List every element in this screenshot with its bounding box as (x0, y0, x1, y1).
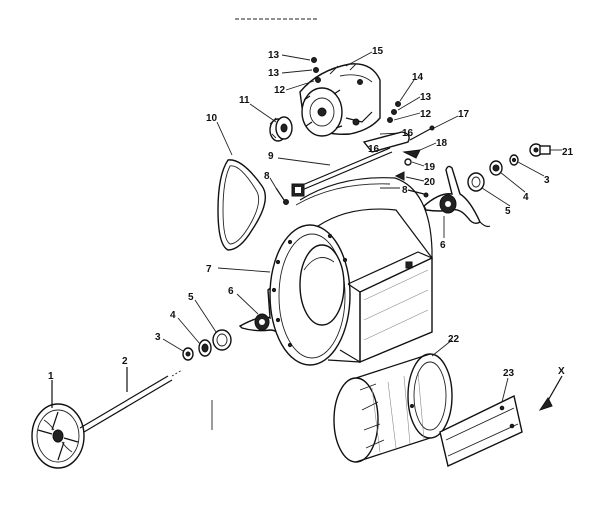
callout-15: 15 (372, 46, 384, 57)
callout-1: 1 (48, 371, 54, 382)
bearing-ring-5-right (467, 172, 485, 192)
shaft (79, 369, 183, 433)
callout-16: 16 (402, 128, 414, 139)
leader-3-right (517, 161, 545, 177)
bearing-4 (198, 339, 212, 357)
leader-19 (411, 161, 425, 167)
blower-housing (269, 177, 433, 366)
motor-pulley (269, 116, 293, 142)
leader-23 (501, 377, 509, 403)
callout-3b: 3 (544, 175, 550, 186)
callout-18: 18 (436, 138, 448, 149)
callout-13b: 13 (268, 68, 280, 79)
bearing-bracket-upper (423, 165, 491, 228)
washers-right (387, 101, 401, 123)
callout-12b: 12 (274, 85, 286, 96)
leader-22 (431, 339, 453, 357)
blower-wheel (333, 353, 453, 463)
motor-screws (311, 57, 321, 83)
callout-14: 14 (412, 72, 424, 83)
hardware-18-20 (380, 149, 421, 189)
callout-21: 21 (562, 147, 574, 158)
callout-19: 19 (424, 162, 436, 173)
callout-4b: 4 (523, 192, 529, 203)
leader-9 (277, 157, 331, 166)
v-belt (217, 159, 266, 251)
motor-mount (362, 125, 435, 153)
leader-13c (281, 69, 313, 74)
bearing-ring-5 (212, 329, 232, 351)
leader-7 (217, 267, 271, 273)
leader-6-lower (236, 293, 259, 315)
leader-15 (345, 51, 373, 67)
direction-arrow (538, 375, 563, 411)
leader-13 (397, 96, 421, 111)
leader-13b (281, 54, 311, 61)
callout-8b: 8 (402, 185, 408, 196)
callout-6b: 6 (440, 240, 446, 251)
callout-16b: 16 (368, 144, 380, 155)
leader-5-right (481, 187, 511, 207)
leader-12b (285, 80, 315, 91)
callout-3: 3 (155, 332, 161, 343)
leader-12 (393, 112, 421, 121)
callout-x: X (558, 366, 565, 377)
collar-3-right (509, 154, 519, 166)
callout-11: 11 (239, 95, 250, 106)
leader-11 (249, 103, 277, 123)
callout-20: 20 (424, 177, 436, 188)
callout-9: 9 (268, 151, 274, 162)
pulley-wheel (31, 403, 85, 469)
fitting-21 (529, 143, 551, 157)
callout-13c: 13 (268, 50, 280, 61)
leader-17 (433, 115, 459, 129)
leader-4 (177, 317, 201, 345)
leader-14 (399, 79, 415, 102)
bearing-4-right (489, 160, 503, 176)
callout-10: 10 (206, 113, 218, 124)
cutoff-plate (439, 394, 523, 467)
leader-20 (405, 176, 425, 182)
callout-4: 4 (170, 310, 176, 321)
callout-5b: 5 (505, 206, 511, 217)
callout-6: 6 (228, 286, 234, 297)
callout-8: 8 (264, 171, 270, 182)
callout-23: 23 (503, 368, 515, 379)
callout-12: 12 (420, 109, 432, 120)
screw-8 (275, 187, 289, 205)
callout-17: 17 (458, 109, 470, 120)
callout-7: 7 (206, 264, 212, 275)
screw-8-right (407, 189, 429, 198)
motor (299, 63, 381, 137)
collar-3 (182, 347, 194, 361)
leader-8 (269, 177, 277, 189)
adjusting-rod (291, 147, 393, 197)
callout-22: 22 (448, 334, 460, 345)
callout-2: 2 (122, 356, 128, 367)
leader-3 (162, 338, 184, 352)
leader-4-right (499, 171, 526, 193)
callout-13: 13 (420, 92, 432, 103)
leader-5 (194, 299, 217, 333)
callout-5: 5 (188, 292, 194, 303)
leader-10 (216, 121, 233, 156)
leader-18 (419, 142, 437, 151)
